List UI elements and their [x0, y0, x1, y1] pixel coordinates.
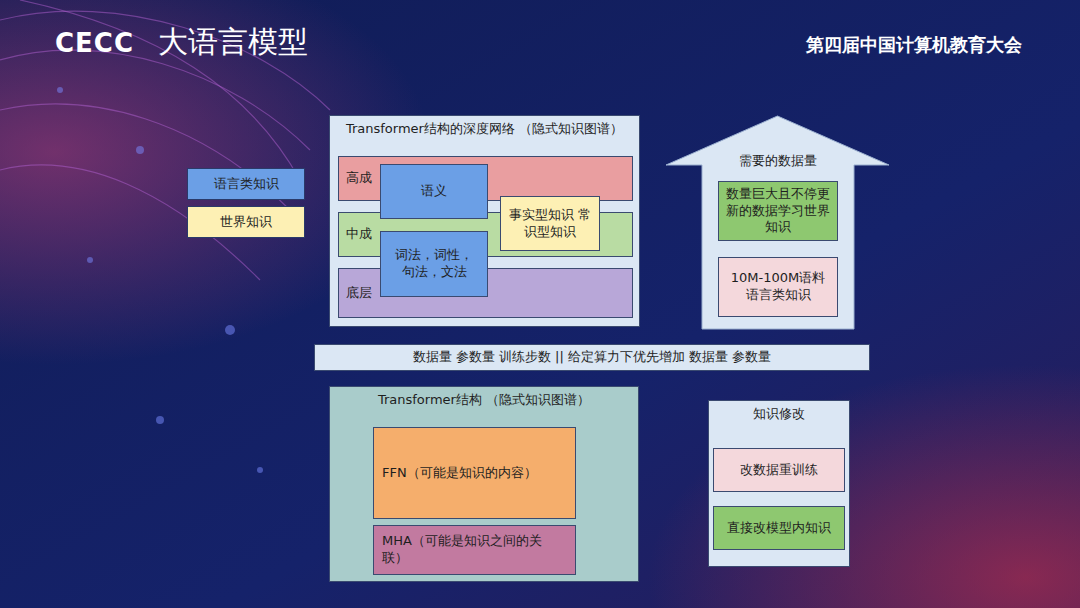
- box-label: FFN（可能是知识的内容）: [382, 465, 567, 482]
- legend-swatch: 语言类知识: [187, 168, 305, 200]
- legend-label: 语言类知识: [214, 176, 279, 193]
- box-label: 10M-100M语料 语言类知识: [725, 270, 831, 304]
- data-arrow: 需要的数据量数量巨大且不停更新的数据学习世界知识 10M-100M语料 语言类知识: [665, 115, 890, 330]
- data-box: 10M-100M语料 语言类知识: [718, 257, 838, 317]
- edit-box: 直接改模型内知识: [713, 506, 845, 550]
- scaling-band: 数据量 参数量 训练步数 || 给定算力下优先增加 数据量 参数量: [314, 344, 870, 371]
- panel-heading: Transformer结构 （隐式知识图谱）: [378, 392, 590, 409]
- panel-heading: 需要的数据量: [739, 153, 817, 170]
- legend-label: 世界知识: [220, 214, 272, 231]
- panel-heading: Transformer结构的深度网络 （隐式知识图谱）: [346, 121, 623, 138]
- knowledge-box: 语义: [380, 164, 488, 219]
- box-label: 直接改模型内知识: [727, 520, 831, 537]
- edit-box: 改数据重训练: [713, 448, 845, 492]
- logo-text: CECC: [55, 28, 134, 58]
- knowledge-box: 词法，词性， 句法，文法: [380, 231, 488, 297]
- box-label: 语义: [421, 183, 447, 200]
- data-box: 数量巨大且不停更新的数据学习世界知识: [718, 181, 838, 241]
- box-label: 改数据重训练: [740, 462, 818, 479]
- box-label: 词法，词性， 句法，文法: [387, 247, 481, 281]
- panel-heading: 知识修改: [753, 406, 805, 423]
- box-label: 事实型知识 常识型知识: [507, 207, 593, 241]
- network-panel: Transformer结构的深度网络 （隐式知识图谱）高成中成底层语义事实型知识…: [329, 115, 640, 327]
- conference-name: 第四届中国计算机教育大会: [806, 33, 1022, 57]
- arrow-outline: [666, 116, 889, 329]
- ffn-box: FFN（可能是知识的内容）: [373, 427, 576, 519]
- legend-swatch: 世界知识: [187, 206, 305, 238]
- box-label: 数据量 参数量 训练步数 || 给定算力下优先增加 数据量 参数量: [413, 349, 772, 366]
- slide-title: 大语言模型: [158, 22, 308, 63]
- knowledge-box: 事实型知识 常识型知识: [500, 196, 600, 251]
- edit-panel: 知识修改改数据重训练直接改模型内知识: [708, 400, 850, 567]
- box-label: 数量巨大且不停更新的数据学习世界知识: [725, 186, 831, 237]
- box-label: MHA（可能是知识之间的关联）: [382, 533, 567, 567]
- transformer-panel: Transformer结构 （隐式知识图谱） FFN（可能是知识的内容） MHA（可…: [329, 386, 639, 582]
- mha-box: MHA（可能是知识之间的关联）: [373, 525, 576, 575]
